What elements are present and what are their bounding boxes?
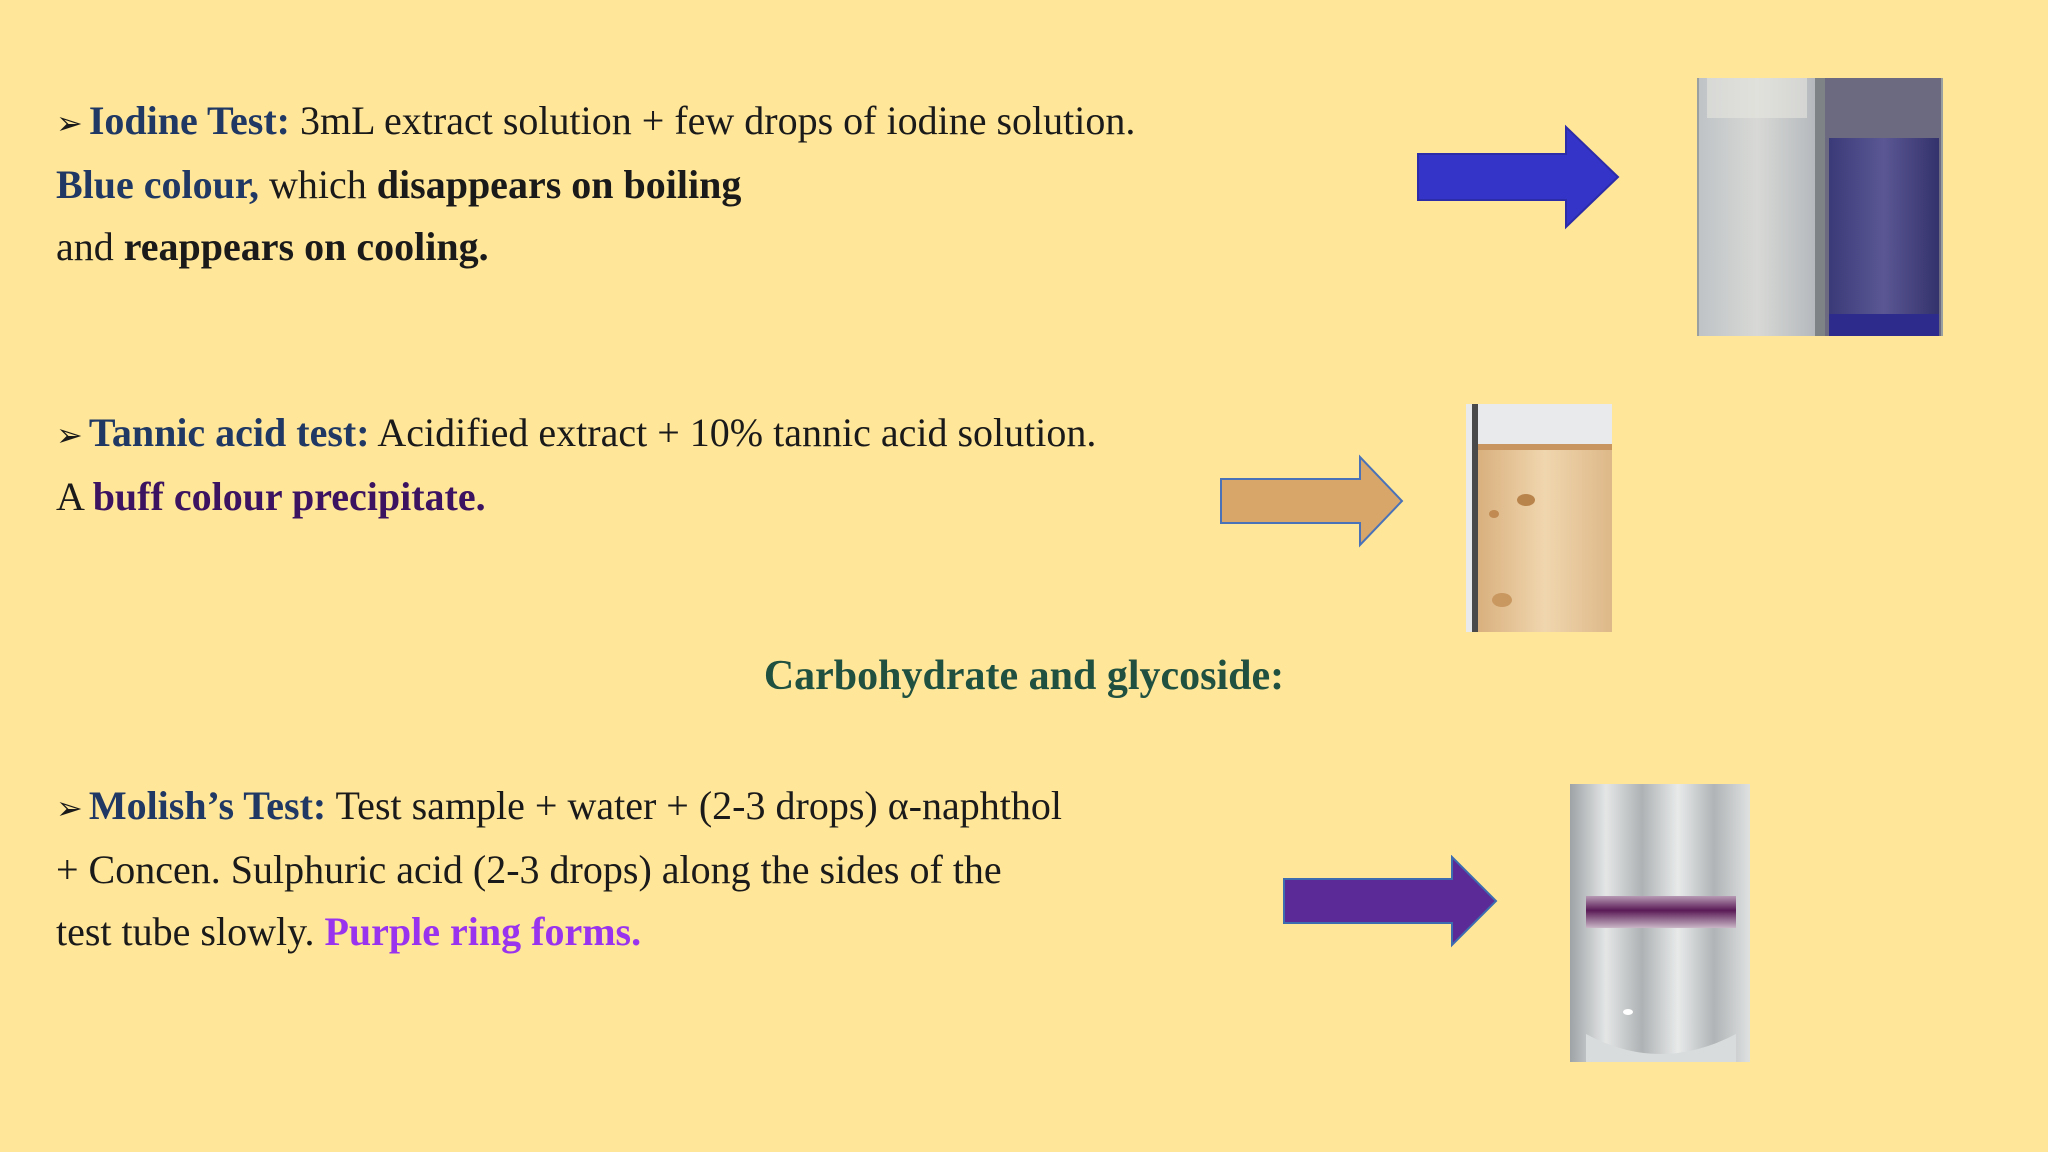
tannic-line-2: A buff colour precipitate. [56, 466, 1096, 528]
molish-test-text: ➢Molish’s Test: Test sample + water + (2… [56, 775, 1062, 963]
bullet-arrow-icon: ➢ [56, 789, 83, 827]
iodine-line-3: and reappears on cooling. [56, 216, 1135, 278]
a-text: A [56, 474, 93, 519]
molish-procedure-2: + Concen. Sulphuric acid (2-3 drops) alo… [56, 847, 1002, 892]
iodine-test-tubes-image [1697, 78, 1943, 336]
iodine-test-text: ➢Iodine Test: 3mL extract solution + few… [56, 90, 1135, 278]
iodine-arrow-shape [1417, 124, 1620, 230]
blue-colour-text: Blue colour, [56, 162, 259, 207]
tannic-test-title: Tannic acid test: [88, 410, 370, 455]
which-text: which [259, 162, 377, 207]
molish-procedure-3: test tube slowly. [56, 909, 325, 954]
section-heading: Carbohydrate and glycoside: [763, 653, 1285, 699]
iodine-line-1: ➢Iodine Test: 3mL extract solution + few… [56, 90, 1135, 154]
buff-precipitate-text: buff colour precipitate. [92, 474, 486, 519]
molish-line-2: + Concen. Sulphuric acid (2-3 drops) alo… [56, 839, 1062, 901]
iodine-procedure: 3mL extract solution + few drops of iodi… [289, 98, 1136, 143]
molish-procedure-1: Test sample + water + (2-3 drops) α-naph… [326, 783, 1062, 828]
iodine-test-title: Iodine Test: [88, 98, 290, 143]
tannic-precipitate-image [1466, 404, 1612, 632]
molish-line-1: ➢Molish’s Test: Test sample + water + (2… [56, 775, 1062, 839]
tannic-line-1: ➢Tannic acid test: Acidified extract + 1… [56, 402, 1096, 466]
bullet-arrow-icon: ➢ [56, 416, 83, 454]
molish-arrow-shape [1283, 855, 1498, 948]
tannic-arrow-shape [1220, 454, 1404, 548]
tannic-result-arrow-icon [1220, 454, 1404, 548]
reappears-text: reappears on cooling. [123, 224, 489, 269]
molish-result-arrow-icon [1283, 855, 1498, 948]
iodine-result-arrow-icon [1417, 124, 1620, 230]
and-text: and [56, 224, 124, 269]
molish-purple-ring-image [1570, 784, 1750, 1062]
molish-line-3: test tube slowly. Purple ring forms. [56, 901, 1062, 963]
purple-ring-text: Purple ring forms. [324, 909, 642, 954]
tannic-acid-test-text: ➢Tannic acid test: Acidified extract + 1… [56, 402, 1096, 528]
disappears-text: disappears on boiling [376, 162, 742, 207]
tannic-procedure: Acidified extract + 10% tannic acid solu… [369, 410, 1097, 455]
molish-test-title: Molish’s Test: [88, 783, 327, 828]
iodine-line-2: Blue colour, which disappears on boiling [56, 154, 1135, 216]
bullet-arrow-icon: ➢ [56, 104, 83, 142]
